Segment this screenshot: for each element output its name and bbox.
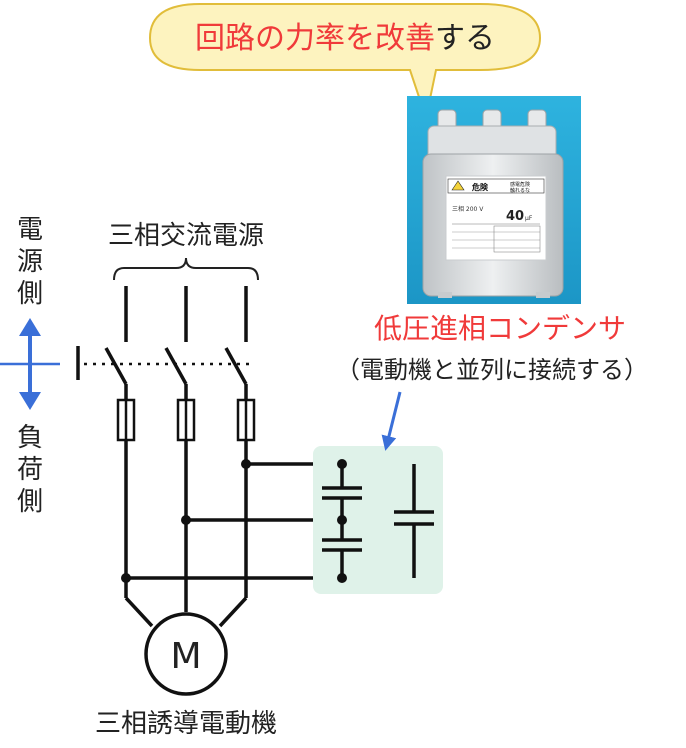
photo-capacity-value: 40 xyxy=(506,209,524,224)
source-brace xyxy=(113,257,259,281)
photo-warning-label: 危険 xyxy=(471,182,489,192)
photo-spec-text: 三相 200 V xyxy=(452,205,484,213)
bubble-text-black: する xyxy=(435,21,495,56)
bubble-text-red: 回路の力率を改善 xyxy=(195,21,435,56)
svg-text:荷: 荷 xyxy=(17,455,43,485)
photo-warning-line-2: 触れるな xyxy=(510,187,530,194)
junction-dots xyxy=(121,459,251,583)
motor-symbol: M xyxy=(170,636,201,677)
speech-bubble: 回路の力率を改善する xyxy=(148,3,542,122)
svg-text:負: 負 xyxy=(17,423,43,453)
photo-capacity-unit: μF xyxy=(525,215,533,222)
capacitor-product-photo: 危険 感電危険 触れるな 三相 200 V 40 μF xyxy=(407,96,581,304)
capacitor-bank xyxy=(313,446,443,594)
bubble-text: 回路の力率を改善する xyxy=(195,21,495,56)
motor-label: 三相誘導電動機 xyxy=(95,709,277,739)
svg-text:源: 源 xyxy=(17,247,43,277)
svg-text:側: 側 xyxy=(17,487,43,517)
side-boundary-arrow xyxy=(0,318,60,410)
capacitor-title: 低圧進相コンデンサ xyxy=(374,312,626,345)
motor: M xyxy=(144,612,228,696)
capacitor-pointer-arrow xyxy=(381,391,402,451)
supply-side-label: 電 源 側 xyxy=(17,215,43,309)
load-side-label: 負 荷 側 xyxy=(17,423,43,517)
source-label: 三相交流電源 xyxy=(108,221,264,251)
svg-text:側: 側 xyxy=(17,279,43,309)
photo-warning-line-1: 感電危険 xyxy=(510,181,530,188)
capacitor-note: （電動機と並列に接続する） xyxy=(336,356,648,384)
svg-text:電: 電 xyxy=(17,215,43,245)
